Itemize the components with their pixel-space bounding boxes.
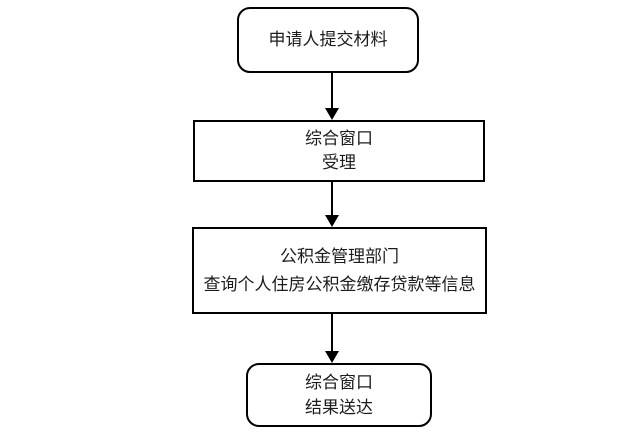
arrowhead-down-icon: [325, 351, 339, 363]
node-text-line: 受理: [322, 153, 356, 172]
flow-node-applicant-submit: 申请人提交材料: [237, 7, 419, 73]
flow-node-fund-dept-query: 公积金管理部门 查询个人住房公积金缴存贷款等信息: [192, 227, 487, 314]
connector-arrow-3: [325, 314, 339, 363]
connector-arrow-1: [325, 73, 339, 120]
node-text-line: 公积金管理部门: [280, 246, 399, 266]
arrowhead-down-icon: [325, 108, 339, 120]
flow-node-window-deliver-result: 综合窗口 结果送达: [246, 363, 432, 427]
node-text-line: 申请人提交材料: [268, 30, 388, 49]
flow-node-window-accept: 综合窗口 受理: [193, 120, 485, 182]
arrow-shaft: [331, 314, 333, 351]
node-text-line: 综合窗口: [305, 129, 373, 148]
node-text-line: 综合窗口: [305, 373, 373, 392]
arrowhead-down-icon: [325, 215, 339, 227]
arrow-shaft: [331, 182, 333, 215]
connector-arrow-2: [325, 182, 339, 227]
node-text-line: 查询个人住房公积金缴存贷款等信息: [203, 274, 476, 294]
node-text-line: 结果送达: [305, 398, 373, 417]
arrow-shaft: [331, 73, 333, 108]
